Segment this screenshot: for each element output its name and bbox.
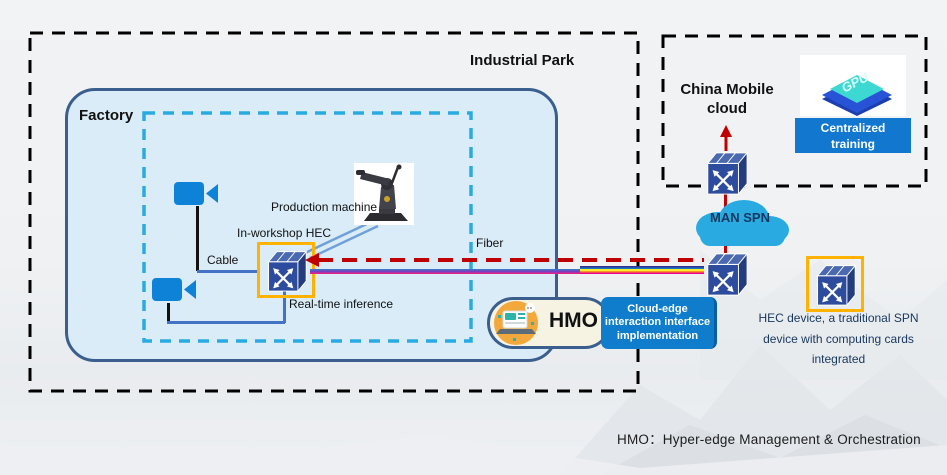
real-time-inference-label: Real-time inference bbox=[289, 297, 394, 311]
cloud-router-device bbox=[703, 149, 749, 200]
spn-router-device bbox=[703, 250, 749, 301]
cable-label: Cable bbox=[207, 253, 239, 267]
china-mobile-cloud-label: China Mobile cloud bbox=[680, 81, 774, 117]
cloud-to-manspn-link bbox=[724, 190, 727, 216]
in-workshop-hec-label: In-workshop HEC bbox=[237, 226, 332, 240]
router-cube-icon bbox=[706, 252, 749, 297]
workshop-zone-boundary bbox=[142, 111, 473, 343]
red-left-arrowhead-icon bbox=[305, 253, 319, 267]
hmo-console-icon bbox=[494, 301, 538, 345]
video-camera-icon bbox=[174, 182, 218, 205]
camera2-cable-line bbox=[167, 303, 170, 323]
gpu-image: GPU bbox=[800, 55, 906, 116]
robot-arm-icon bbox=[354, 163, 414, 225]
camera1-cable-line-h bbox=[197, 270, 259, 273]
cloud-edge-interface-box: Cloud-edge interaction interface impleme… bbox=[601, 297, 717, 349]
fiber-red-dashed-line bbox=[318, 258, 704, 262]
production-machine-label: Production machine bbox=[271, 200, 378, 214]
man-spn-label: MAN SPN bbox=[710, 210, 770, 225]
factory-zone bbox=[65, 88, 558, 362]
machine-link-lines bbox=[304, 219, 379, 260]
camera2-cable-line-v bbox=[283, 291, 286, 323]
hmo-footnote: HMO：Hyper-edge Management & Orchestratio… bbox=[617, 432, 921, 447]
fiber-ribbon-rainbow bbox=[580, 266, 704, 274]
red-up-arrow-icon bbox=[720, 125, 732, 151]
hec-spn-device bbox=[806, 256, 864, 312]
router-cube-icon bbox=[267, 250, 308, 292]
fiber-ribbon-thin bbox=[310, 269, 582, 274]
hec-device-description: HEC device, a traditional SPN device wit… bbox=[758, 311, 919, 366]
gpu-chip-icon: GPU bbox=[822, 69, 892, 116]
manspn-to-spn-link bbox=[724, 242, 727, 253]
cloud-shape-icon bbox=[696, 200, 789, 246]
factory-label: Factory bbox=[79, 107, 134, 124]
industrial-park-label: Industrial Park bbox=[470, 52, 575, 69]
fiber-label: Fiber bbox=[476, 236, 504, 250]
in-workshop-hec-device bbox=[257, 242, 315, 298]
camera1-cable-line bbox=[196, 206, 199, 271]
router-cube-icon bbox=[816, 264, 857, 306]
video-camera-icon bbox=[152, 278, 196, 301]
centralized-training-box: Centralized training bbox=[795, 118, 911, 153]
router-cube-icon bbox=[706, 151, 749, 196]
hmo-label: HMO bbox=[549, 309, 598, 332]
china-mobile-cloud-boundary bbox=[661, 34, 928, 188]
camera2-cable-line-h bbox=[167, 321, 285, 324]
